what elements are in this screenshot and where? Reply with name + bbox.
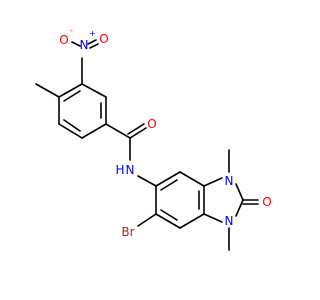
atom-labels: O - N + O O N H N O N Br <box>59 26 271 239</box>
charge-plus: + <box>89 29 96 38</box>
atom-n-amide: N <box>126 163 135 177</box>
atom-br: Br <box>121 225 134 239</box>
molecule-structure: O - N + O O N H N O N Br <box>35 26 272 251</box>
atom-n-ring-top: N <box>225 174 234 188</box>
atom-h-amide: H <box>115 163 124 177</box>
charge-minus: - <box>70 26 73 35</box>
atom-n-ring-bottom: N <box>225 214 234 228</box>
atom-o-nitro-minus: O <box>59 33 68 47</box>
atom-n-nitro: N <box>80 38 89 52</box>
atom-o-amide: O <box>147 117 156 131</box>
atom-o-carbonyl: O <box>262 195 271 209</box>
bonds <box>35 39 259 251</box>
atom-o-nitro-double: O <box>99 32 108 46</box>
